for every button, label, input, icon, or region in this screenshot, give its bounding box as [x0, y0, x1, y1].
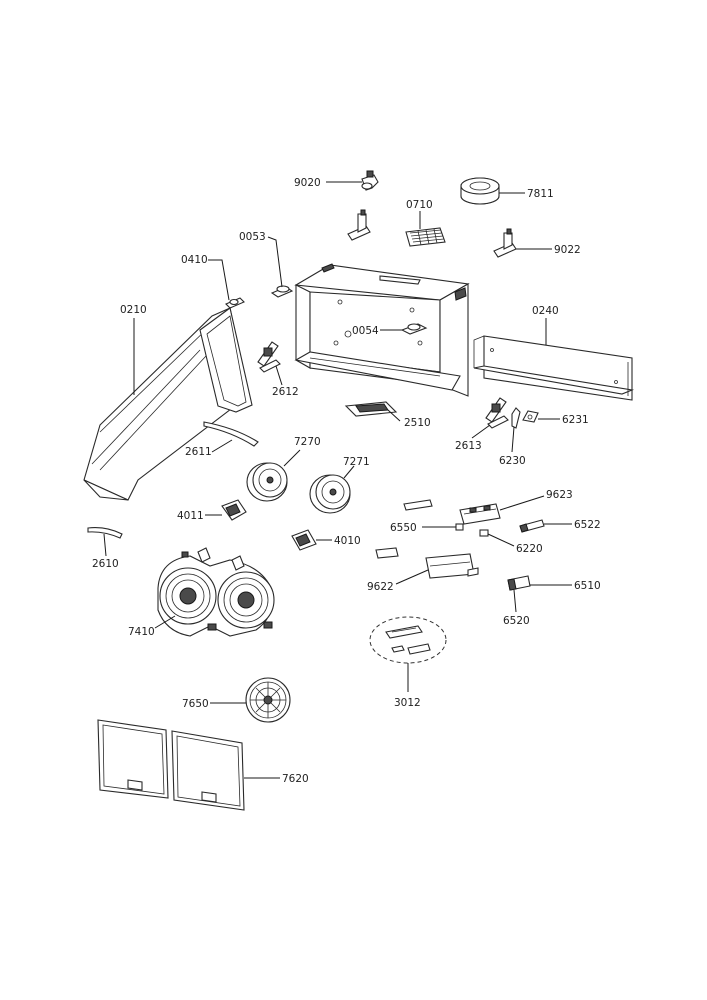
main-housing — [294, 263, 470, 397]
part-7271 — [309, 474, 351, 514]
label-9622: 9622 — [367, 581, 394, 593]
label-0710: 0710 — [406, 199, 433, 211]
label-9623: 9623 — [546, 489, 573, 501]
label-6550: 6550 — [390, 522, 417, 534]
part-6550 — [455, 523, 464, 531]
leader-7270 — [283, 449, 301, 467]
label-2612: 2612 — [272, 386, 299, 398]
label-6230: 6230 — [499, 455, 526, 467]
part-2510 — [344, 401, 398, 417]
part-6220 — [479, 529, 489, 537]
leader-2611 — [211, 439, 233, 453]
label-6231: 6231 — [562, 414, 589, 426]
label-3012: 3012 — [394, 697, 421, 709]
label-9022: 9022 — [554, 244, 581, 256]
label-2610: 2610 — [92, 558, 119, 570]
label-4010: 4010 — [334, 535, 361, 547]
leader-0410 — [208, 259, 230, 301]
leader-6230 — [511, 426, 515, 453]
part-7620 — [97, 719, 245, 811]
part-9623 — [403, 499, 501, 525]
part-7811 — [460, 177, 500, 205]
part-2611 — [203, 421, 259, 447]
part-0240 — [473, 335, 635, 401]
part-9622 — [375, 547, 479, 579]
part-9020 — [361, 170, 379, 191]
leader-2610 — [103, 533, 107, 557]
part-6230 — [511, 407, 521, 429]
part-0210 — [83, 307, 253, 501]
label-0053: 0053 — [239, 231, 266, 243]
label-7271: 7271 — [343, 456, 370, 468]
part-6522 — [519, 519, 545, 533]
part-9022 — [493, 228, 517, 258]
label-2613: 2613 — [455, 440, 482, 452]
part-0053 — [270, 285, 294, 298]
part-0710 — [405, 227, 446, 247]
label-2510: 2510 — [404, 417, 431, 429]
label-2611: 2611 — [185, 446, 212, 458]
leader-0053 — [267, 236, 283, 288]
label-0240: 0240 — [532, 305, 559, 317]
part-6231 — [522, 410, 539, 423]
part-7650 — [245, 677, 291, 723]
label-7270: 7270 — [294, 436, 321, 448]
leader-2613 — [471, 424, 491, 439]
label-0210: 0210 — [120, 304, 147, 316]
part-2613 — [485, 397, 509, 429]
part-0054 — [400, 323, 428, 335]
label-7620: 7620 — [282, 773, 309, 785]
part-4011 — [221, 499, 247, 521]
label-6522: 6522 — [574, 519, 601, 531]
part-2612 — [257, 341, 281, 373]
part-0410 — [225, 297, 245, 309]
part-2610 — [87, 527, 123, 539]
part-4010 — [291, 529, 317, 551]
label-6520: 6520 — [503, 615, 530, 627]
label-0410: 0410 — [181, 254, 208, 266]
leader-6220 — [487, 533, 515, 547]
leader-7271 — [343, 465, 355, 479]
leader-6520 — [513, 589, 517, 613]
label-4011: 4011 — [177, 510, 204, 522]
label-7650: 7650 — [182, 698, 209, 710]
label-7410: 7410 — [128, 626, 155, 638]
leader-2612 — [275, 365, 283, 386]
leader-7410 — [154, 615, 176, 629]
bracket-left-top — [347, 209, 371, 241]
leader-9623 — [499, 495, 545, 511]
label-0054: 0054 — [352, 325, 379, 337]
label-6510: 6510 — [574, 580, 601, 592]
label-6220: 6220 — [516, 543, 543, 555]
part-7410 — [157, 547, 275, 637]
label-7811: 7811 — [527, 188, 554, 200]
part-7270 — [246, 462, 288, 502]
label-9020: 9020 — [294, 177, 321, 189]
leader-9622 — [395, 569, 429, 585]
part-6510 — [507, 575, 531, 591]
leader-2510 — [387, 409, 401, 422]
part-3012 — [369, 616, 447, 664]
